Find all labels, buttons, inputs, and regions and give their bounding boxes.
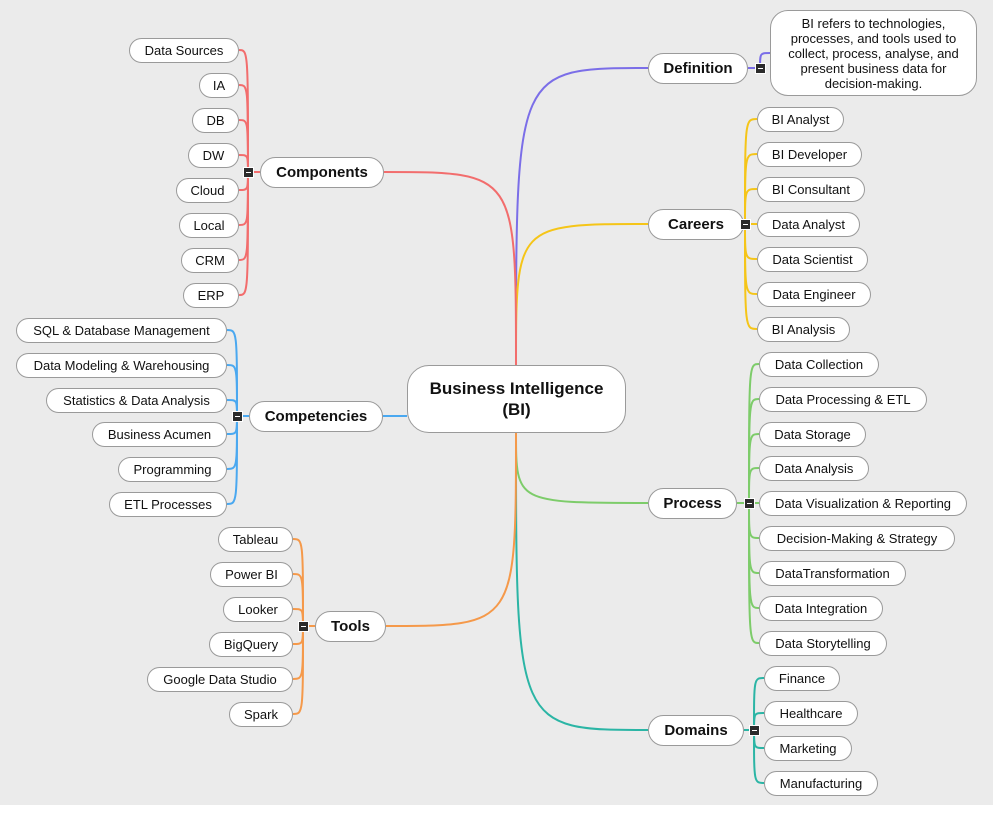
components-collapse-toggle-icon[interactable]	[242, 166, 254, 178]
child-components-7[interactable]: ERP	[183, 282, 239, 308]
branch-domains[interactable]: Domains	[648, 714, 744, 746]
domains-collapse-toggle-icon[interactable]	[748, 724, 760, 736]
competencies-child-connector	[226, 364, 238, 417]
domains-connector	[515, 432, 649, 731]
child-process-7[interactable]: Data Integration	[759, 595, 883, 621]
child-components-2[interactable]: DB	[192, 107, 239, 133]
careers-child-connector	[744, 188, 758, 225]
branch-tools[interactable]: Tools	[315, 610, 386, 642]
components-child-connector	[238, 119, 249, 173]
central-topic[interactable]: Business Intelligence (BI)	[407, 365, 626, 433]
competencies-child-connector	[226, 415, 238, 505]
child-domains-0[interactable]: Finance	[764, 665, 840, 691]
branch-competencies[interactable]: Competencies	[249, 400, 383, 432]
process-collapse-toggle-icon[interactable]	[743, 497, 755, 509]
tools-child-connector	[292, 573, 304, 627]
child-components-3[interactable]: DW	[188, 142, 239, 168]
child-components-0[interactable]: Data Sources	[129, 37, 239, 63]
child-careers-1[interactable]: BI Developer	[757, 141, 862, 167]
tools-child-connector	[292, 625, 304, 715]
child-process-2[interactable]: Data Storage	[759, 421, 866, 447]
child-competencies-5[interactable]: ETL Processes	[109, 491, 227, 517]
definition-text: BI refers to technologies, processes, an…	[770, 10, 977, 96]
careers-collapse-toggle-icon[interactable]	[739, 218, 751, 230]
careers-child-connector	[744, 223, 758, 330]
child-components-1[interactable]: IA	[199, 72, 239, 98]
child-components-4[interactable]: Cloud	[176, 177, 239, 203]
child-careers-3[interactable]: Data Analyst	[757, 211, 860, 237]
child-tools-2[interactable]: Looker	[223, 596, 293, 622]
domains-child-connector	[753, 677, 765, 731]
competencies-collapse-toggle-icon[interactable]	[231, 410, 243, 422]
child-process-0[interactable]: Data Collection	[759, 351, 879, 377]
child-competencies-1[interactable]: Data Modeling & Warehousing	[16, 352, 227, 378]
branch-components[interactable]: Components	[260, 156, 384, 188]
child-competencies-4[interactable]: Programming	[118, 456, 227, 482]
child-process-3[interactable]: Data Analysis	[759, 455, 869, 481]
child-tools-1[interactable]: Power BI	[210, 561, 293, 587]
child-domains-1[interactable]: Healthcare	[764, 700, 858, 726]
child-competencies-2[interactable]: Statistics & Data Analysis	[46, 387, 227, 413]
child-careers-2[interactable]: BI Consultant	[757, 176, 865, 202]
child-process-5[interactable]: Decision-Making & Strategy	[759, 525, 955, 551]
central-topic-line2: (BI)	[502, 400, 531, 419]
child-process-8[interactable]: Data Storytelling	[759, 630, 887, 656]
child-tools-0[interactable]: Tableau	[218, 526, 293, 552]
definition-connector	[515, 67, 649, 366]
tools-child-connector	[292, 625, 304, 680]
child-domains-3[interactable]: Manufacturing	[764, 770, 878, 796]
careers-child-connector	[744, 118, 758, 225]
branch-careers[interactable]: Careers	[648, 208, 744, 240]
child-competencies-3[interactable]: Business Acumen	[92, 421, 227, 447]
components-child-connector	[238, 171, 249, 226]
tools-collapse-toggle-icon[interactable]	[297, 620, 309, 632]
careers-connector	[515, 223, 649, 366]
child-domains-2[interactable]: Marketing	[764, 735, 852, 761]
process-child-connector	[748, 502, 760, 644]
central-topic-line1: Business Intelligence	[429, 379, 604, 398]
child-tools-4[interactable]: Google Data Studio	[147, 666, 293, 692]
branch-definition[interactable]: Definition	[648, 52, 748, 84]
process-child-connector	[748, 467, 760, 504]
child-careers-6[interactable]: BI Analysis	[757, 316, 850, 342]
domains-child-connector	[753, 729, 765, 784]
child-careers-0[interactable]: BI Analyst	[757, 106, 844, 132]
child-tools-5[interactable]: Spark	[229, 701, 293, 727]
branch-process[interactable]: Process	[648, 487, 737, 519]
child-competencies-0[interactable]: SQL & Database Management	[16, 317, 227, 343]
child-process-4[interactable]: Data Visualization & Reporting	[759, 490, 967, 516]
process-connector	[515, 432, 649, 504]
child-process-1[interactable]: Data Processing & ETL	[759, 386, 927, 412]
child-tools-3[interactable]: BigQuery	[209, 631, 293, 657]
definition-collapse-toggle-icon[interactable]	[754, 62, 766, 74]
tools-connector	[385, 432, 517, 627]
components-child-connector	[238, 171, 249, 296]
competencies-child-connector	[226, 415, 238, 470]
child-process-6[interactable]: DataTransformation	[759, 560, 906, 586]
child-components-6[interactable]: CRM	[181, 247, 239, 273]
components-connector	[383, 171, 517, 366]
child-careers-5[interactable]: Data Engineer	[757, 281, 871, 307]
child-components-5[interactable]: Local	[179, 212, 239, 238]
child-careers-4[interactable]: Data Scientist	[757, 246, 868, 272]
